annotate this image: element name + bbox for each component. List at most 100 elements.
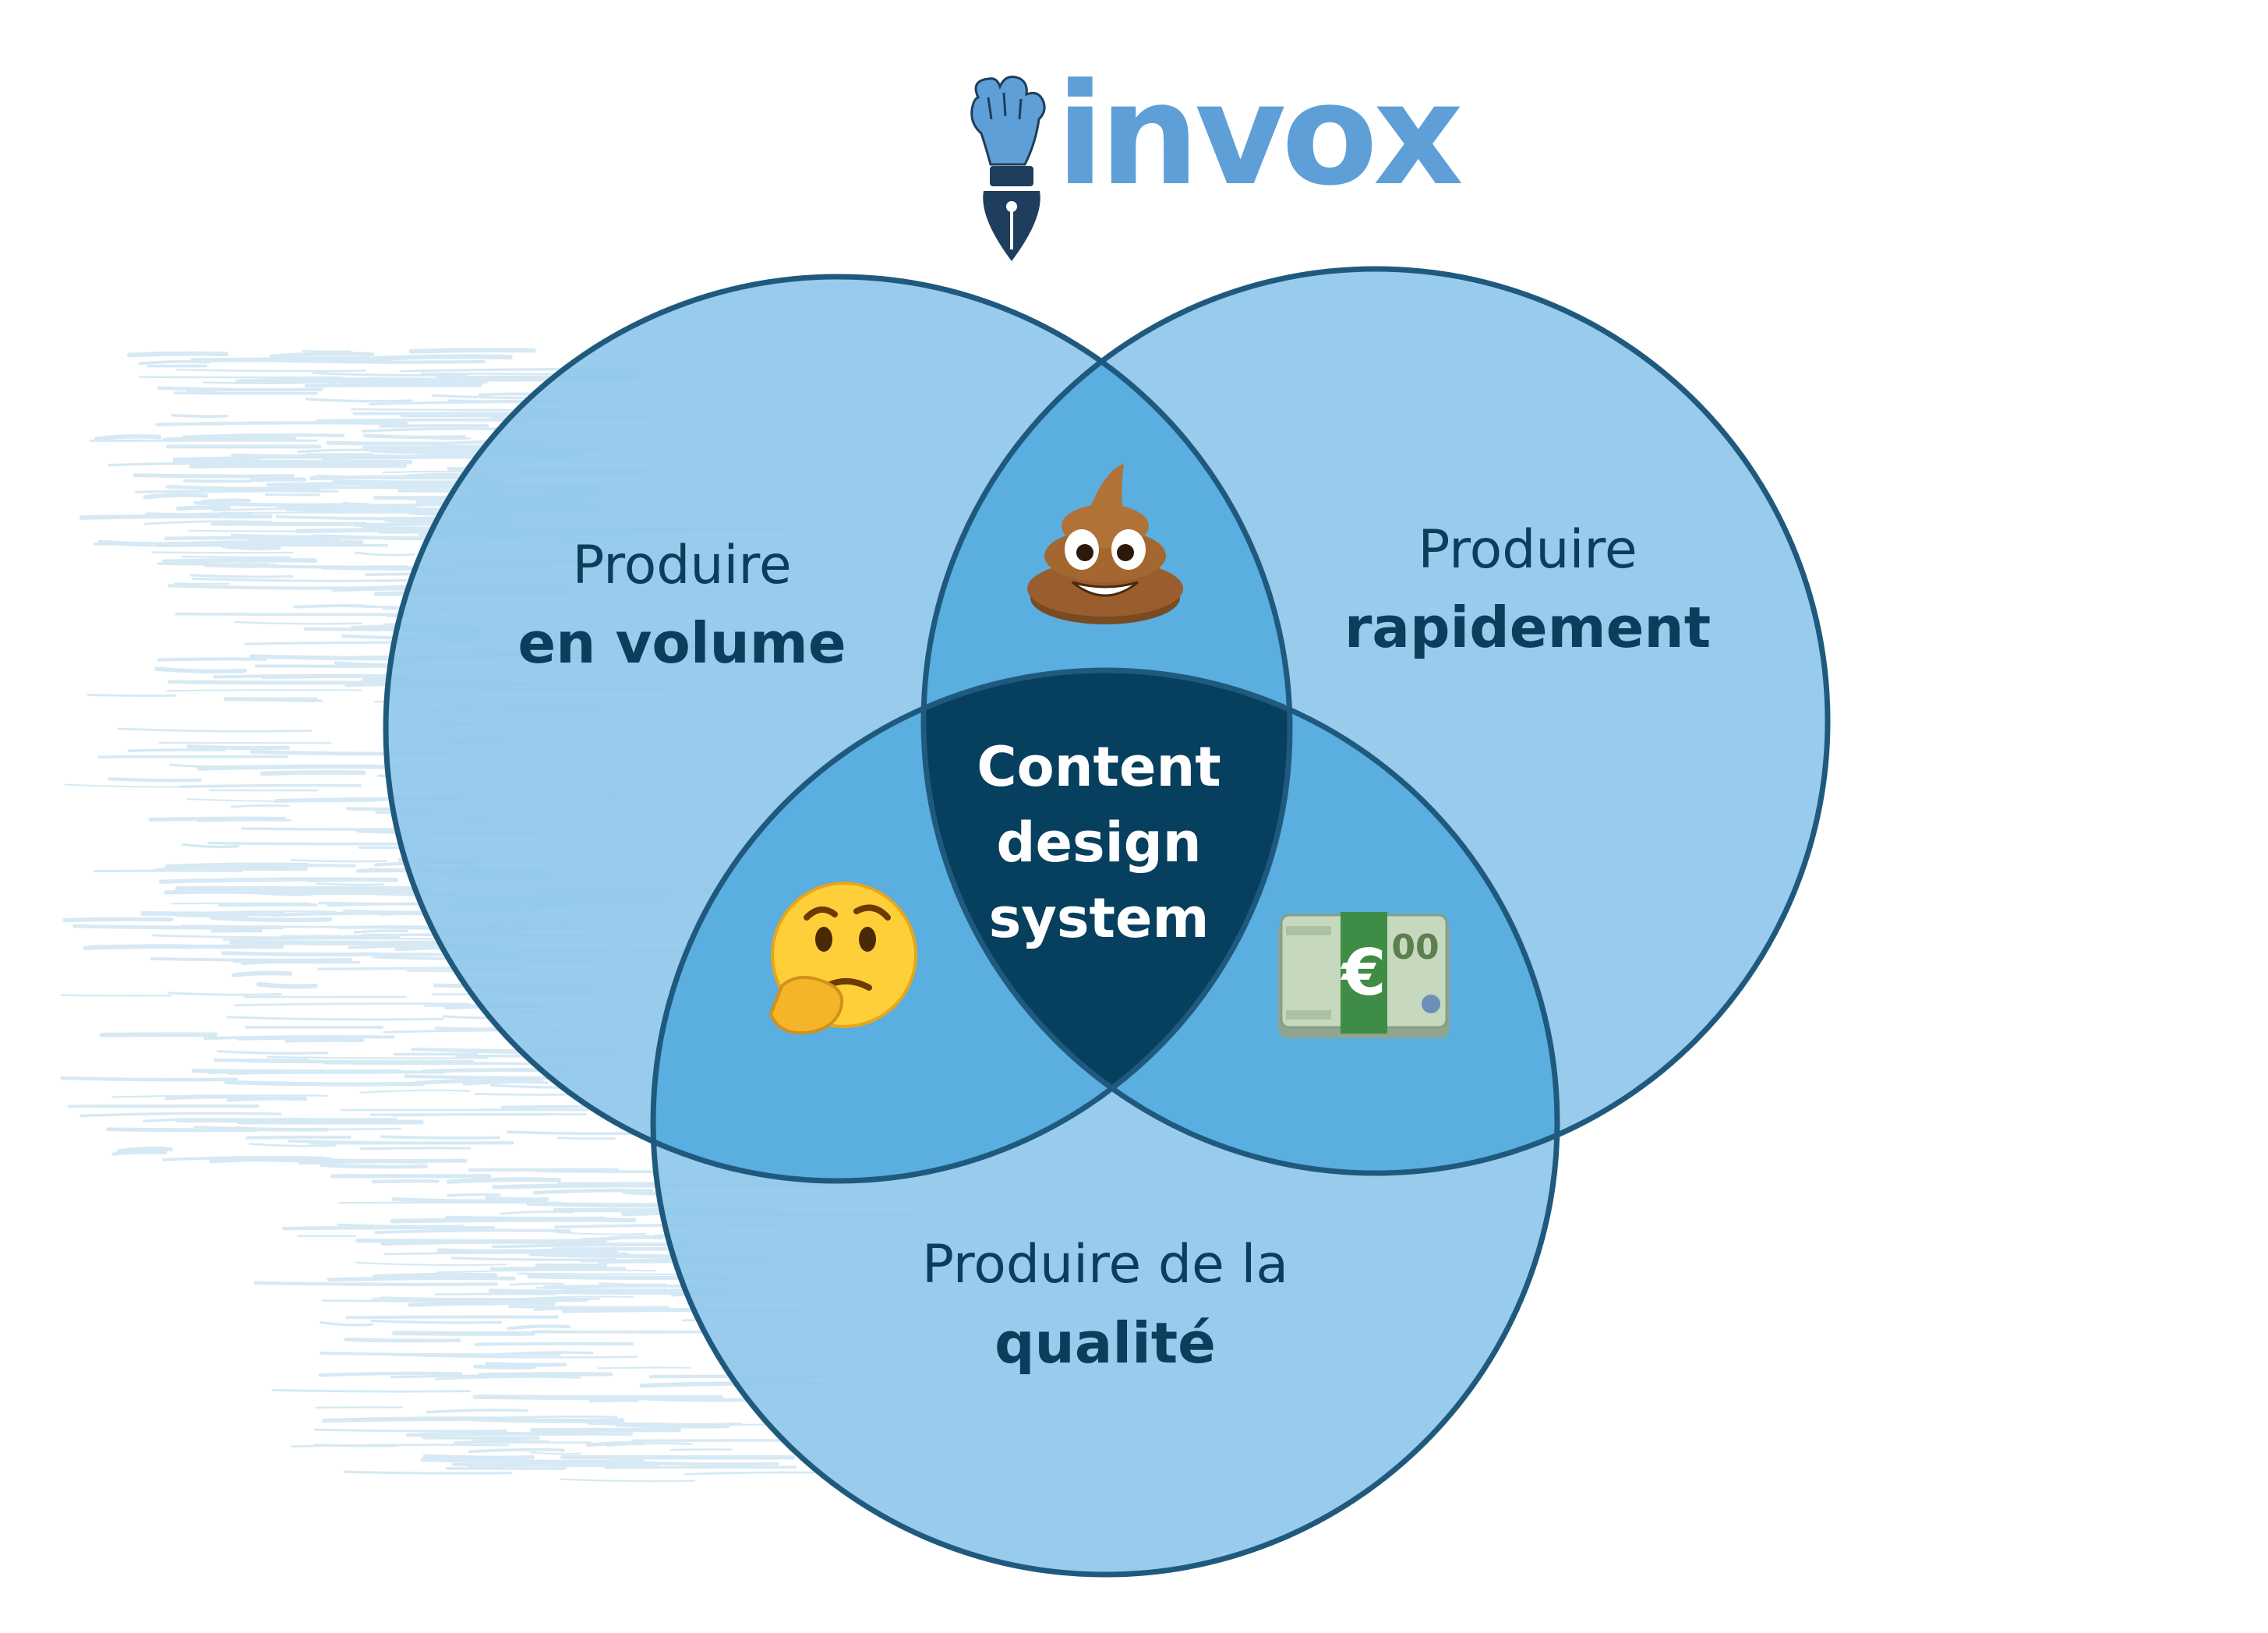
brush-stroke (177, 369, 366, 371)
brush-stroke (238, 1038, 356, 1039)
brush-stroke (394, 1333, 534, 1334)
brush-stroke (346, 1339, 459, 1340)
brush-stroke (328, 443, 441, 444)
brush-stroke (289, 1141, 512, 1143)
brush-stroke (317, 420, 528, 421)
brush-stroke (391, 1376, 539, 1377)
brush-stroke (159, 388, 322, 390)
brush-stroke (169, 993, 281, 995)
brush-stroke (306, 399, 412, 401)
brush-stroke (601, 1237, 660, 1239)
brush-stroke (234, 973, 290, 975)
brush-stroke (300, 1161, 426, 1163)
brush-stroke (169, 585, 385, 588)
brush-stroke (140, 362, 209, 364)
brush-stroke (416, 1080, 542, 1083)
brush-stroke (178, 507, 229, 509)
brush-stroke (231, 805, 288, 806)
brush-stroke (225, 699, 316, 700)
brush-stroke (302, 351, 350, 352)
brush-stroke (599, 1283, 666, 1285)
brush-stroke (470, 1450, 563, 1452)
brush-stroke (372, 1320, 500, 1322)
circle-qualite-label-line2: qualité (994, 1310, 1216, 1376)
brush-stroke (270, 381, 397, 383)
brush-stroke (671, 1450, 732, 1451)
brush-stroke (273, 1391, 470, 1392)
brush-stroke (365, 436, 464, 437)
brush-stroke (558, 1138, 614, 1139)
circle-rapidement-label-line1: Produire (1418, 519, 1637, 581)
brush-stroke (136, 491, 337, 492)
brush-stroke (631, 1462, 778, 1464)
brush-stroke (376, 1230, 570, 1232)
brush-stroke (118, 1149, 171, 1151)
brush-stroke (606, 1467, 795, 1468)
brush-stroke (193, 578, 405, 581)
brush-stroke (280, 358, 370, 359)
brush-stroke (324, 1419, 534, 1421)
brush-stroke (256, 1283, 496, 1285)
brush-stroke (140, 377, 343, 378)
brush-stroke (228, 1017, 443, 1020)
brush-stroke (85, 946, 196, 948)
brush-stroke (118, 729, 311, 731)
brush-stroke (371, 1114, 585, 1115)
brush-stroke (410, 1303, 553, 1305)
circle-rapidement-label-line2: rapidement (1344, 595, 1711, 660)
brush-stroke (425, 1456, 532, 1458)
svg-text:00: 00 (1391, 928, 1439, 967)
brush-stroke (236, 1129, 327, 1130)
brush-stroke (152, 959, 351, 960)
brush-stroke (355, 931, 407, 932)
brush-stroke (448, 1195, 500, 1196)
brush-stroke (480, 1374, 611, 1375)
brush-stroke (75, 926, 283, 928)
brush-stroke (510, 1284, 563, 1285)
brush-stroke (437, 1270, 655, 1272)
brush-stroke (191, 575, 291, 577)
brush-stroke (157, 669, 246, 671)
brush-stroke (213, 917, 330, 920)
brush-stroke (226, 1082, 422, 1084)
brush-stroke (299, 450, 374, 451)
brush-stroke (501, 1212, 573, 1214)
brush-stroke (101, 1034, 215, 1035)
brush-stroke (177, 914, 246, 915)
brush-stroke (589, 1423, 742, 1425)
brush-stroke (291, 861, 387, 862)
brush-stroke (189, 747, 288, 748)
brush-stroke (81, 516, 270, 518)
brush-stroke (399, 475, 463, 478)
brush-stroke (315, 1430, 506, 1431)
brush-stroke (223, 953, 376, 955)
center-label-line1: Content (977, 735, 1221, 799)
brush-stroke (476, 1344, 632, 1345)
brush-stroke (412, 350, 534, 352)
brush-stroke (649, 1398, 753, 1400)
brush-stroke (427, 1410, 527, 1412)
brush-stroke (157, 422, 406, 424)
brush-stroke (422, 1460, 642, 1462)
brush-stroke (231, 942, 443, 943)
brush-stroke (545, 1286, 698, 1287)
brush-stroke (361, 1148, 470, 1149)
brush-stroke (260, 360, 484, 362)
brush-stroke (62, 1078, 236, 1080)
brush-stroke (287, 1040, 362, 1041)
brush-stroke (214, 676, 402, 677)
brush-stroke (439, 1250, 551, 1251)
brush-stroke (554, 1232, 646, 1235)
brush-stroke (362, 429, 513, 431)
brush-stroke (167, 1097, 256, 1098)
brush-stroke (259, 984, 316, 987)
brush-stroke (531, 1452, 581, 1454)
brush-stroke (172, 415, 227, 416)
brush-stroke (271, 354, 373, 356)
brush-stroke (373, 1181, 437, 1182)
brush-stroke (320, 1373, 461, 1375)
circle-volume-label-line2: en volume (518, 610, 846, 676)
brush-stroke (228, 1072, 443, 1073)
brush-stroke (360, 1090, 469, 1093)
